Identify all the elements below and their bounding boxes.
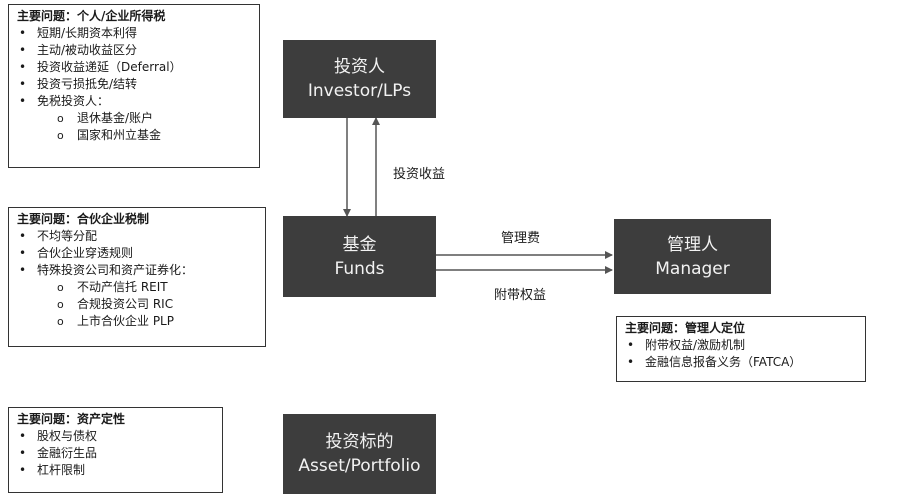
note-item: 主动/被动收益区分 [17, 42, 251, 59]
note-heading: 主要问题：管理人定位 [625, 321, 746, 335]
note-item: 投资收益递延（Deferral） [17, 59, 251, 76]
note-item: 股权与债权 [17, 428, 214, 445]
note-subitem: 不动产信托 REIT [17, 279, 257, 296]
edge-label-investment-return: 投资收益 [393, 167, 446, 182]
note-subitem: 上市合伙企业 PLP [17, 313, 257, 330]
note-item: 杠杆限制 [17, 462, 214, 479]
note-heading: 主要问题：个人/企业所得税 [17, 9, 166, 23]
node-manager-cn: 管理人 [667, 234, 718, 255]
note-heading: 主要问题：合伙企业税制 [17, 212, 150, 226]
note-item-list: 附带权益/激励机制 金融信息报备义务（FATCA） [625, 337, 857, 371]
node-asset-cn: 投资标的 [325, 432, 394, 452]
node-asset: 投资标的 Asset/Portfolio [283, 414, 436, 494]
note-subitem: 合规投资公司 RIC [17, 296, 257, 313]
note-item-list: 短期/长期资本利得 主动/被动收益区分 投资收益递延（Deferral） 投资亏… [17, 25, 251, 144]
edge-label-management-fee: 管理费 [501, 231, 541, 246]
note-investor-tax: 主要问题：个人/企业所得税 短期/长期资本利得 主动/被动收益区分 投资收益递延… [8, 4, 260, 168]
note-asset-nature: 主要问题：资产定性 股权与债权 金融衍生品 杠杆限制 [8, 407, 223, 493]
node-asset-en: Asset/Portfolio [298, 456, 421, 476]
note-subitem: 退休基金/账户 [17, 110, 251, 127]
note-item: 投资亏损抵免/结转 [17, 76, 251, 93]
note-item: 合伙企业穿透规则 [17, 245, 257, 262]
note-item: 免税投资人： [17, 93, 251, 110]
edge-label-carried-interest: 附带权益 [494, 288, 547, 303]
note-partnership-tax: 主要问题：合伙企业税制 不均等分配 合伙企业穿透规则 特殊投资公司和资产证券化：… [8, 207, 266, 347]
note-heading: 主要问题：资产定性 [17, 412, 126, 426]
note-item: 金融信息报备义务（FATCA） [625, 354, 857, 371]
note-item-list: 股权与债权 金融衍生品 杠杆限制 [17, 428, 214, 479]
note-item: 附带权益/激励机制 [625, 337, 857, 354]
note-item: 短期/长期资本利得 [17, 25, 251, 42]
note-manager-status: 主要问题：管理人定位 附带权益/激励机制 金融信息报备义务（FATCA） [616, 316, 866, 382]
note-subitem: 国家和州立基金 [17, 127, 251, 144]
note-item: 金融衍生品 [17, 445, 214, 462]
node-funds: 基金 Funds [283, 216, 436, 297]
node-manager-en: Manager [655, 258, 730, 279]
note-item-list: 不均等分配 合伙企业穿透规则 特殊投资公司和资产证券化： 不动产信托 REIT … [17, 228, 257, 330]
note-item: 不均等分配 [17, 228, 257, 245]
node-funds-en: Funds [334, 258, 385, 279]
note-item: 特殊投资公司和资产证券化： [17, 262, 257, 279]
node-investor: 投资人 Investor/LPs [283, 40, 436, 118]
node-investor-en: Investor/LPs [307, 81, 412, 101]
node-manager: 管理人 Manager [614, 219, 771, 294]
node-investor-cn: 投资人 [334, 57, 385, 77]
node-funds-cn: 基金 [342, 234, 377, 255]
